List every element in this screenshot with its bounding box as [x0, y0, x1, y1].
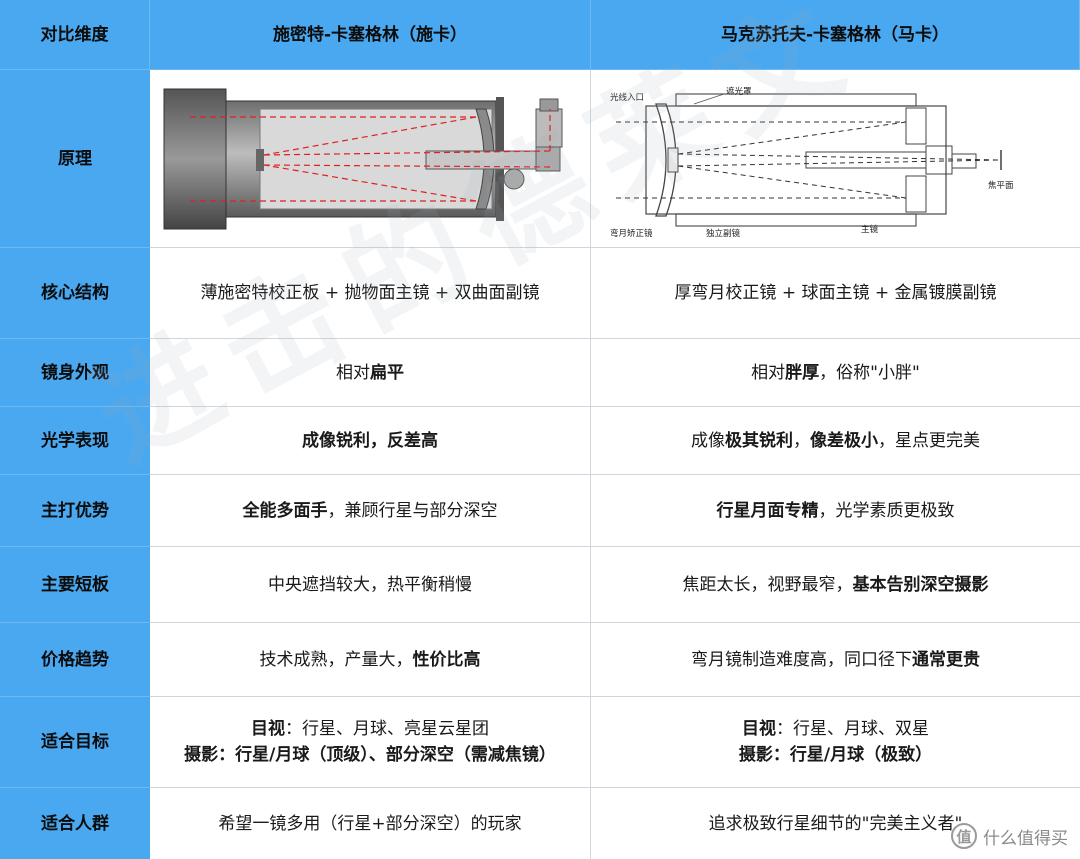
- cell-line: 目视：行星、月球、双星: [742, 716, 929, 742]
- mak-label-focal: 焦平面: [988, 180, 1014, 191]
- row-users: 适合人群 希望一镜多用（行星+部分深空）的玩家 追求极致行星细节的"完美主义者": [0, 788, 1080, 859]
- cell-text-bold: 通常更贵: [912, 649, 980, 670]
- cell-text-bold: 目视: [742, 719, 776, 739]
- cell-text-bold: 摄影：行星/月球（顶级）、部分深空（需减焦镜）: [184, 745, 556, 765]
- sct-cell: 技术成熟，产量大，性价比高: [150, 623, 591, 697]
- row-targets: 适合目标 目视：行星、月球、亮星云星团 摄影：行星/月球（顶级）、部分深空（需减…: [0, 697, 1080, 788]
- row-price: 价格趋势 技术成熟，产量大，性价比高 弯月镜制造难度高，同口径下通常更贵: [0, 623, 1080, 697]
- cell-text-bold: 胖厚: [785, 362, 820, 383]
- mak-diagram: 光线入口 遮光罩 弯月矫正镜 独立副镜 主镜 焦平面: [610, 86, 1014, 239]
- cell-text-bold: 扁平: [370, 362, 404, 383]
- cell-text: ，光学素质更极致: [818, 500, 955, 521]
- cell-text: 弯月镜制造难度高，同口径下: [691, 649, 912, 670]
- row-label: 适合人群: [0, 788, 150, 859]
- mak-cell: 目视：行星、月球、双星 摄影：行星/月球（极致）: [591, 697, 1080, 788]
- row-label: 价格趋势: [0, 623, 150, 697]
- cell-text: 技术成熟，产量大，: [259, 649, 413, 670]
- sct-diagram-cell: [150, 70, 591, 248]
- cell-text-bold: 性价比高: [412, 649, 481, 670]
- cell-text: 厚弯月校正镜 + 球面主镜 + 金属镀膜副镜: [674, 283, 997, 303]
- mak-cell: 厚弯月校正镜 + 球面主镜 + 金属镀膜副镜: [591, 248, 1080, 339]
- cell-text-bold: 目视: [251, 719, 285, 739]
- mak-diagram-cell: 光线入口 遮光罩 弯月矫正镜 独立副镜 主镜 焦平面: [591, 70, 1080, 248]
- mak-label-secondary: 独立副镜: [706, 228, 741, 239]
- cell-line: 摄影：行星/月球（顶级）、部分深空（需减焦镜）: [184, 742, 556, 768]
- site-logo: 值 什么值得买: [951, 823, 1068, 849]
- sct-cell: 成像锐利，反差高: [150, 407, 591, 475]
- logo-text: 什么值得买: [983, 828, 1068, 849]
- row-label: 适合目标: [0, 697, 150, 788]
- cell-text: ，俗称"小胖": [819, 362, 920, 383]
- header-sct: 施密特-卡塞格林（施卡）: [150, 0, 591, 70]
- row-label: 光学表现: [0, 407, 150, 475]
- mak-cell: 相对胖厚，俗称"小胖": [591, 339, 1080, 407]
- row-appearance: 镜身外观 相对扁平 相对胖厚，俗称"小胖": [0, 339, 1080, 407]
- header-dimension: 对比维度: [0, 0, 150, 70]
- sct-diagram: [163, 88, 563, 229]
- cell-text-bold: 极其锐利: [725, 430, 793, 451]
- row-label: 原理: [0, 70, 150, 248]
- cell-line: 摄影：行星/月球（极致）: [739, 742, 932, 768]
- mak-label-meniscus: 弯月矫正镜: [610, 228, 653, 239]
- row-structure: 核心结构 薄施密特校正板 + 抛物面主镜 + 双曲面副镜 厚弯月校正镜 + 球面…: [0, 248, 1080, 339]
- cell-text-bold: 成像锐利，反差高: [302, 430, 438, 451]
- sct-cell: 目视：行星、月球、亮星云星团 摄影：行星/月球（顶级）、部分深空（需减焦镜）: [150, 697, 591, 788]
- cell-line: 目视：行星、月球、亮星云星团: [251, 716, 489, 742]
- sct-cell: 中央遮挡较大，热平衡稍慢: [150, 547, 591, 623]
- row-label: 镜身外观: [0, 339, 150, 407]
- cell-text: 追求极致行星细节的"完美主义者": [708, 813, 963, 834]
- cell-text-bold: 基本告别深空摄影: [852, 574, 989, 595]
- mak-cell: 焦距太长，视野最窄，基本告别深空摄影: [591, 547, 1080, 623]
- cell-text: 焦距太长，视野最窄，: [682, 574, 853, 595]
- cell-text-bold: 行星月面专精: [716, 500, 819, 521]
- row-shortcoming: 主要短板 中央遮挡较大，热平衡稍慢 焦距太长，视野最窄，基本告别深空摄影: [0, 547, 1080, 623]
- row-optics: 光学表现 成像锐利，反差高 成像极其锐利，像差极小，星点更完美: [0, 407, 1080, 475]
- cell-text: 薄施密特校正板 + 抛物面主镜 + 双曲面副镜: [200, 283, 540, 303]
- row-principle: 原理: [0, 70, 1080, 248]
- cell-text: ：行星、月球、亮星云星团: [285, 719, 489, 739]
- cell-text: ，兼顾行星与部分深空: [327, 500, 498, 521]
- mak-cell: 行星月面专精，光学素质更极致: [591, 475, 1080, 547]
- mak-label-primary: 主镜: [861, 224, 879, 235]
- sct-cell: 相对扁平: [150, 339, 591, 407]
- cell-text-bold: 像差极小: [810, 430, 878, 451]
- sct-cell: 全能多面手，兼顾行星与部分深空: [150, 475, 591, 547]
- cell-text: ：行星、月球、双星: [776, 719, 929, 739]
- mak-label-entrance: 光线入口: [610, 92, 644, 103]
- sct-cell: 薄施密特校正板 + 抛物面主镜 + 双曲面副镜: [150, 248, 591, 339]
- cell-text: 相对: [336, 362, 370, 383]
- cell-text: 中央遮挡较大，热平衡稍慢: [268, 574, 472, 595]
- row-label: 核心结构: [0, 248, 150, 339]
- header-row: 对比维度 施密特-卡塞格林（施卡） 马克苏托夫-卡塞格林（马卡）: [0, 0, 1080, 70]
- row-label: 主打优势: [0, 475, 150, 547]
- mak-cell: 成像极其锐利，像差极小，星点更完美: [591, 407, 1080, 475]
- row-advantage: 主打优势 全能多面手，兼顾行星与部分深空 行星月面专精，光学素质更极致: [0, 475, 1080, 547]
- cell-text: 相对: [751, 362, 786, 383]
- cell-text: ，: [793, 430, 810, 451]
- mak-cell: 追求极致行星细节的"完美主义者": [591, 788, 1080, 859]
- cell-text-bold: 全能多面手: [242, 500, 328, 521]
- logo-icon: 值: [951, 823, 977, 849]
- cell-text: 成像: [691, 430, 725, 451]
- mak-cell: 弯月镜制造难度高，同口径下通常更贵: [591, 623, 1080, 697]
- cell-text: 希望一镜多用（行星+部分深空）的玩家: [218, 813, 522, 834]
- cell-text-bold: 摄影：行星/月球（极致）: [738, 745, 933, 765]
- mak-label-baffle: 遮光罩: [726, 86, 752, 97]
- header-mak: 马克苏托夫-卡塞格林（马卡）: [591, 0, 1080, 70]
- cell-text: ，星点更完美: [878, 430, 980, 451]
- row-label: 主要短板: [0, 547, 150, 623]
- sct-cell: 希望一镜多用（行星+部分深空）的玩家: [150, 788, 591, 859]
